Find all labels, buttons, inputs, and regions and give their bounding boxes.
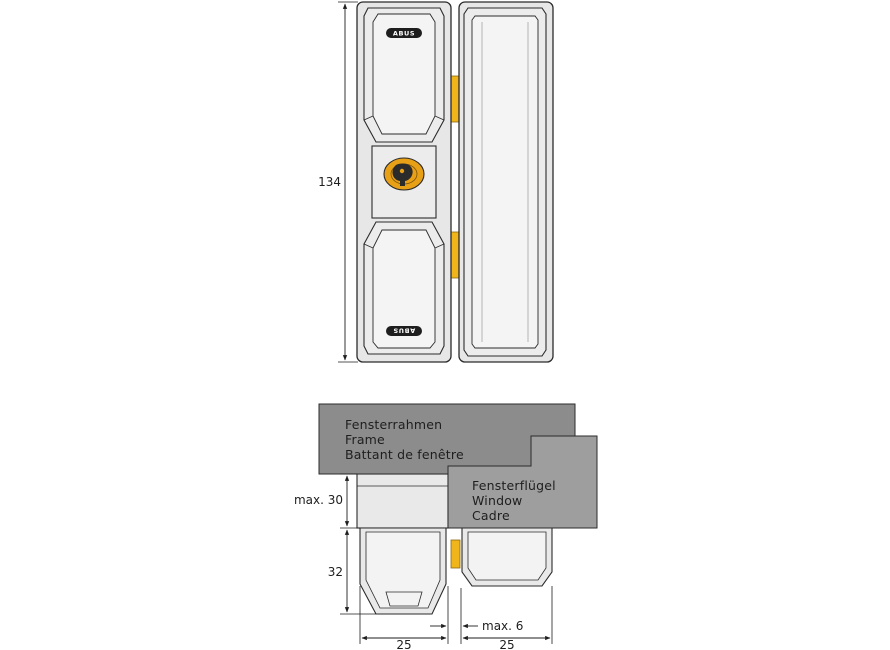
frame-label-fr: Battant de fenêtre [345, 447, 464, 462]
sash-label-fr: Cadre [472, 508, 510, 523]
lock-height-value: 32 [328, 565, 343, 579]
svg-text:ABUS: ABUS [393, 327, 415, 335]
brand-logo-top: ABUS [386, 28, 422, 38]
upper-hinge [450, 75, 460, 123]
gap-dimension: max. 6 [430, 586, 523, 644]
depth-value: max. 30 [294, 493, 343, 507]
height-dimension: 134 [318, 1, 358, 363]
sash-label-en: Window [472, 493, 523, 508]
frame-label-de: Fensterrahmen [345, 417, 442, 432]
keyhole-icon [383, 157, 425, 191]
frame-label-en: Frame [345, 432, 385, 447]
height-value: 134 [318, 175, 341, 189]
gap-value: max. 6 [482, 619, 523, 633]
width-dimensions: 25 25 [359, 586, 553, 650]
section-hinge [450, 539, 461, 569]
width-left-value: 25 [396, 638, 411, 650]
lower-hinge [450, 231, 460, 279]
width-right-value: 25 [499, 638, 514, 650]
lock-body [356, 1, 452, 363]
depth-dimension: max. 30 [294, 473, 360, 529]
striking-plate [458, 1, 554, 363]
section-view: Fensterrahmen Frame Battant de fenêtre F… [318, 403, 598, 615]
front-view: ABUS ABUS [356, 1, 554, 363]
sash-label-de: Fensterflügel [472, 478, 556, 493]
lock-height-dimension: 32 [328, 529, 376, 615]
svg-text:ABUS: ABUS [393, 30, 415, 38]
brand-logo-bottom: ABUS [386, 326, 422, 336]
sash-box: Fensterflügel Window Cadre [447, 435, 598, 529]
